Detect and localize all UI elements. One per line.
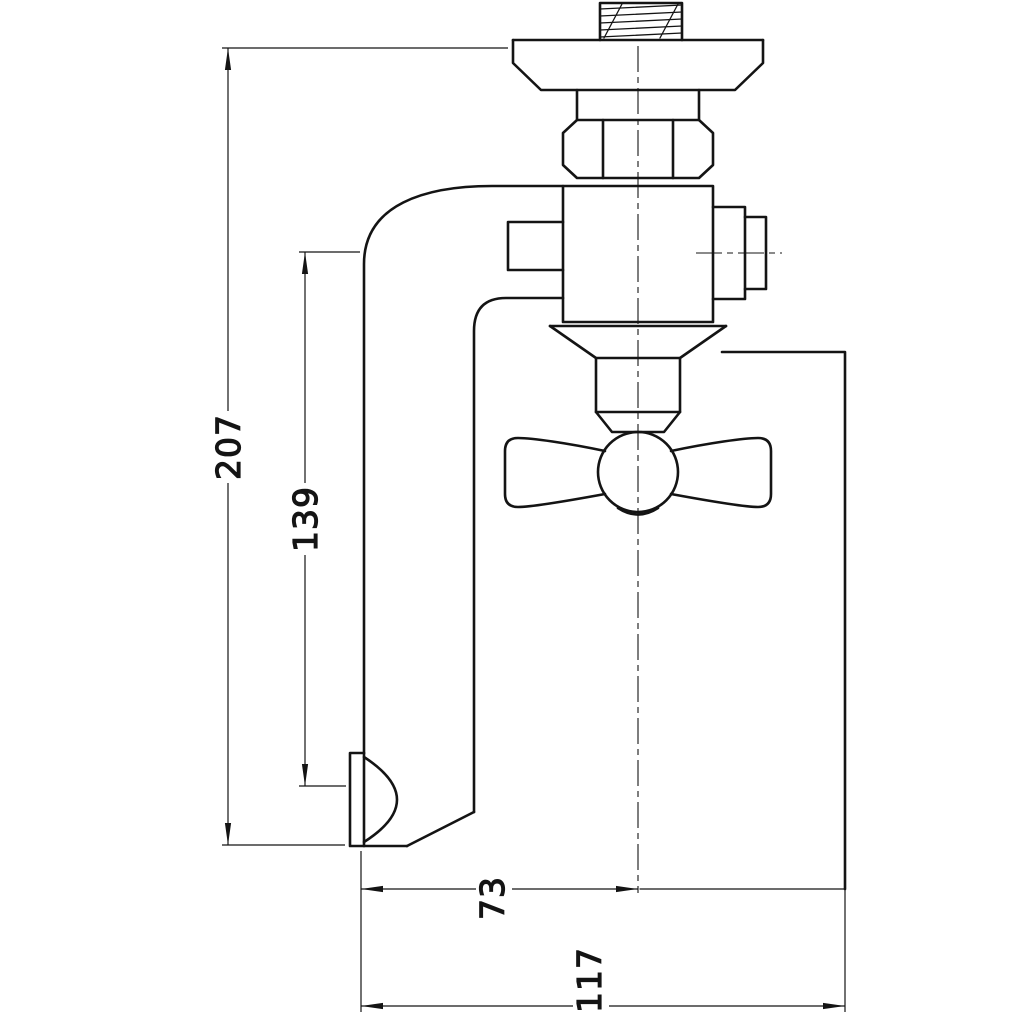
- handle-right-arm: [669, 436, 773, 509]
- center-lines: [637, 46, 782, 893]
- dimension-text-139: 139: [286, 486, 325, 552]
- handle-bottom-arc: [616, 506, 660, 516]
- thread-line: [599, 18, 683, 24]
- hex-nut: [561, 118, 715, 180]
- thread-lines: [599, 3, 683, 39]
- spout-outer-contour: [362, 184, 565, 755]
- spout-bottom-bevel: [405, 810, 476, 848]
- thread-line: [599, 11, 683, 17]
- outlet-nipple: [743, 215, 768, 291]
- label-mask: [212, 411, 248, 483]
- dimension-overall-height: 207: [208, 47, 508, 846]
- spout-outlet: [348, 751, 409, 848]
- outlet-dome-arc: [362, 755, 399, 844]
- dimension-spout-drop: 139: [285, 251, 360, 787]
- outlet-collar: [711, 205, 747, 301]
- dimension-text-207: 207: [209, 414, 248, 480]
- label-mask: [289, 483, 325, 555]
- tub-spout: [348, 184, 565, 848]
- dimension-label-group: 207: [208, 411, 249, 483]
- spout-connector-step: [506, 220, 565, 272]
- mounting-flange: [511, 38, 765, 122]
- dimensions: 207 139 73: [208, 47, 846, 1016]
- dimension-label-group: 139: [285, 483, 326, 555]
- skirt-taper: [548, 324, 728, 360]
- handle-left-arm: [503, 436, 607, 509]
- thread-body: [598, 1, 684, 42]
- right-outlet: [711, 205, 768, 301]
- dimension-label-group: 117: [569, 944, 610, 1016]
- outlet-cap: [348, 751, 409, 848]
- thread-line: [599, 25, 683, 31]
- spout-inner-contour: [472, 296, 565, 814]
- threaded-connector: [598, 1, 684, 42]
- thread-hatch: [603, 3, 623, 39]
- valve-body: [561, 184, 715, 324]
- dimension-text-117: 117: [570, 947, 609, 1013]
- handle-hub: [596, 430, 680, 514]
- valve-body-outline: [561, 184, 715, 324]
- label-mask: [476, 872, 512, 924]
- stem-body: [594, 356, 682, 414]
- cross-handle: [503, 430, 773, 516]
- flange-body: [511, 38, 765, 92]
- dimension-label-group: 73: [472, 872, 513, 924]
- label-mask: [573, 944, 609, 1016]
- dimension-spout-reach: 73: [361, 872, 638, 924]
- dimension-text-73: 73: [473, 876, 512, 920]
- thread-hatch: [659, 3, 679, 39]
- dimension-overall-reach: 117: [361, 944, 845, 1016]
- wall-bracket: [639, 350, 847, 891]
- hex-nut-outline: [561, 118, 715, 180]
- faucet-outline: [348, 1, 847, 891]
- thread-line: [599, 32, 683, 38]
- thread-line: [599, 4, 683, 10]
- bracket-top-right: [720, 350, 847, 891]
